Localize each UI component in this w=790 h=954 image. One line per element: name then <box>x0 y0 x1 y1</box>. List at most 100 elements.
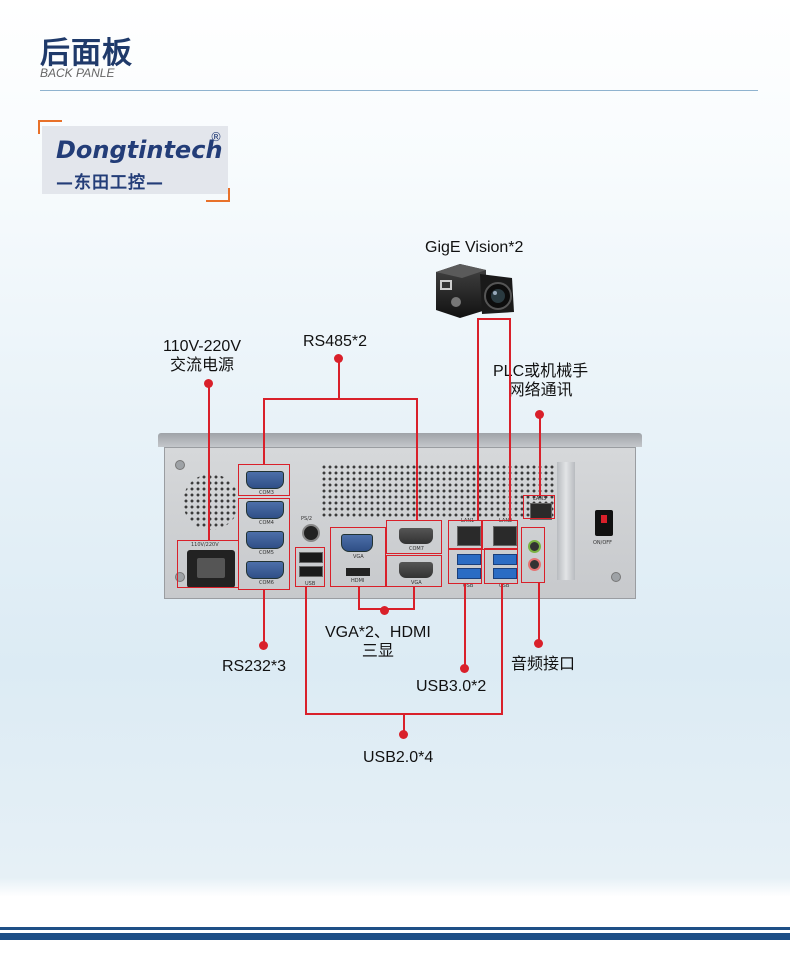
dot-usb3 <box>460 664 469 673</box>
usb2-port-3[interactable] <box>493 554 517 565</box>
hdmi-label: HDMI <box>351 578 365 584</box>
com4-port[interactable] <box>246 501 284 519</box>
line-out-jack-icon[interactable] <box>528 540 541 553</box>
usb2-port-1[interactable] <box>299 552 323 563</box>
usb2-port-2[interactable] <box>299 566 323 577</box>
footer-rule-thick <box>0 933 790 940</box>
label-gige-vision: GigE Vision*2 <box>425 239 524 256</box>
line-rs485-bar <box>263 398 418 400</box>
line-rs485-stem <box>338 358 340 398</box>
lan2-label: LAN2 <box>499 518 513 524</box>
highlight-com4-6 <box>238 498 290 590</box>
footer-rule-thin <box>0 927 790 930</box>
line-vga-left <box>358 587 360 609</box>
com3-port[interactable] <box>246 471 284 489</box>
power-rating-label: 110V/220V <box>191 542 219 548</box>
logo-chinese-text: —东田工控— <box>56 173 164 193</box>
line-power <box>208 384 210 540</box>
highlight-usb2-right <box>484 548 518 584</box>
dot-usb2 <box>399 730 408 739</box>
line-rs232 <box>263 590 265 644</box>
label-vga-line1: VGA*2、HDMI <box>325 624 431 641</box>
line-plc <box>539 414 541 495</box>
lan1-label: LAN1 <box>461 518 475 524</box>
label-usb2: USB2.0*4 <box>363 749 434 766</box>
com5-label: COM5 <box>259 550 274 556</box>
highlight-lan2 <box>482 520 518 550</box>
fan-vent <box>183 474 239 530</box>
label-plc-line2: 网络通讯 <box>508 382 573 399</box>
label-rs232: RS232*3 <box>222 658 287 675</box>
logo-corner-bottom-right <box>206 188 230 202</box>
highlight-usb2-left <box>295 547 325 587</box>
com5-port[interactable] <box>246 531 284 549</box>
logo-registered-mark: ® <box>210 130 222 144</box>
line-usb3 <box>464 584 466 668</box>
lan3-port[interactable] <box>530 503 552 520</box>
vga-label-2: VGA <box>411 580 422 586</box>
com7-port[interactable] <box>399 528 433 544</box>
usb-label-left: USB <box>305 581 316 587</box>
highlight-power-inlet <box>177 540 239 588</box>
screw-icon <box>611 572 621 582</box>
line-gige-top <box>477 318 511 320</box>
onoff-label: ON/OFF <box>593 540 613 546</box>
usb-label-mid: USB <box>463 583 474 589</box>
brand-logo: Dongtintech ® —东田工控— <box>38 120 230 202</box>
logo-corner-top-left <box>38 120 62 134</box>
highlight-lan1 <box>448 520 482 550</box>
highlight-usb3 <box>448 548 482 584</box>
power-switch[interactable] <box>595 510 613 536</box>
logo-brand-text: Dongtintech <box>56 136 223 164</box>
industrial-camera-icon <box>436 264 514 318</box>
screw-icon <box>175 572 185 582</box>
highlight-audio <box>521 527 545 583</box>
page-title: 后面板 <box>40 36 133 71</box>
title-divider <box>40 90 758 91</box>
com3-label: COM3 <box>259 490 274 496</box>
device-back-panel: 110V/220V COM3 COM4 COM5 COM6 PS/2 USB V… <box>158 433 642 601</box>
mic-in-jack-icon[interactable] <box>528 558 541 571</box>
lan1-port[interactable] <box>457 526 481 546</box>
vga-port-1[interactable] <box>341 534 373 552</box>
label-power-line1: 110V-220V <box>163 338 241 355</box>
com6-label: COM6 <box>259 580 274 586</box>
power-inlet[interactable] <box>187 550 235 588</box>
label-vga: VGA*2、HDMI 三显 <box>325 623 431 661</box>
usb3-port-1[interactable] <box>457 554 481 565</box>
vga-port-2[interactable] <box>399 562 433 578</box>
label-power: 110V-220V 交流电源 <box>163 337 241 375</box>
label-vga-line2: 三显 <box>361 643 394 660</box>
highlight-vga-hdmi <box>330 527 386 587</box>
line-gige-lan2 <box>509 318 511 520</box>
dot-rs485 <box>334 354 343 363</box>
lan3-label: LAN3 <box>533 496 547 502</box>
usb-label-right: USB <box>499 583 510 589</box>
ps2-port[interactable] <box>302 524 320 542</box>
usb2-port-4[interactable] <box>493 568 517 579</box>
line-audio <box>538 583 540 643</box>
usb3-port-2[interactable] <box>457 568 481 579</box>
com6-port[interactable] <box>246 561 284 579</box>
highlight-com3 <box>238 464 290 496</box>
label-plc-line1: PLC或机械手 <box>493 363 589 380</box>
highlight-lan3 <box>523 495 555 519</box>
line-vga-right <box>413 587 415 609</box>
dot-rs232 <box>259 641 268 650</box>
highlight-vga2 <box>386 555 442 587</box>
device-rear-face: 110V/220V COM3 COM4 COM5 COM6 PS/2 USB V… <box>164 447 636 599</box>
ventilation-grille <box>321 464 555 518</box>
hdmi-port[interactable] <box>346 568 370 576</box>
line-usb2-right <box>501 584 503 715</box>
line-usb2-left <box>305 587 307 715</box>
line-usb2-stem <box>403 713 405 733</box>
com7-label: COM7 <box>409 546 424 552</box>
line-gige-lan1 <box>477 318 479 520</box>
dot-vga <box>380 606 389 615</box>
dot-power <box>204 379 213 388</box>
expansion-slot-bracket <box>557 462 575 580</box>
device-chassis-top <box>158 433 642 447</box>
lan2-port[interactable] <box>493 526 517 546</box>
vga-label-1: VGA <box>353 554 364 560</box>
label-usb3: USB3.0*2 <box>416 678 487 695</box>
